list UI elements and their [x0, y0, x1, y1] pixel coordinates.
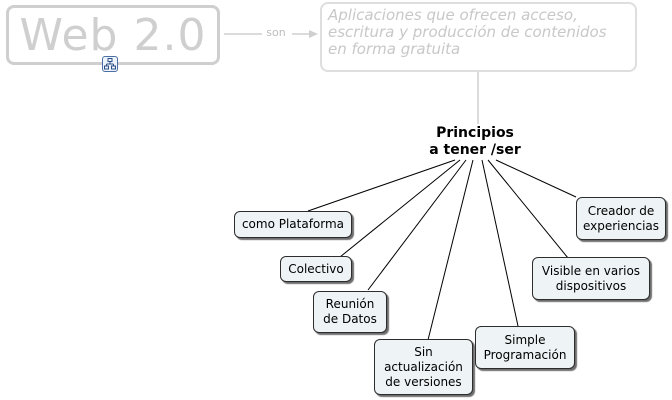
concept-visible-dispositivos[interactable]: Visible en varios dispositivos [532, 257, 650, 300]
edge-center-to-reunion [367, 159, 467, 291]
edge-center-to-simple [481, 159, 519, 327]
edge-center-to-visible [487, 159, 569, 259]
edge-center-to-sin-actualizacion [427, 159, 474, 341]
definition-concept[interactable]: Aplicaciones que ofrecen acceso, escritu… [320, 2, 637, 72]
concept-reunion-de-datos[interactable]: Reunión de Datos [313, 291, 387, 333]
edge-center-to-creador [495, 159, 577, 198]
edge-center-to-plataforma [307, 159, 456, 212]
concept-colectivo[interactable]: Colectivo [280, 256, 352, 282]
link-label-son: son [266, 26, 286, 39]
concept-creador-experiencias[interactable]: Creador de experiencias [576, 197, 666, 240]
concept-como-plataforma[interactable]: como Plataforma [234, 211, 352, 238]
center-concept-principios[interactable]: Principios a tener /ser [429, 125, 521, 158]
edge-center-to-colectivo [339, 159, 461, 258]
concept-sin-actualizacion[interactable]: Sin actualización de versiones [374, 339, 473, 395]
concept-simple-programacion[interactable]: Simple Programación [475, 326, 575, 369]
concept-map-icon[interactable] [102, 56, 118, 72]
arrowhead-definition [309, 30, 318, 38]
